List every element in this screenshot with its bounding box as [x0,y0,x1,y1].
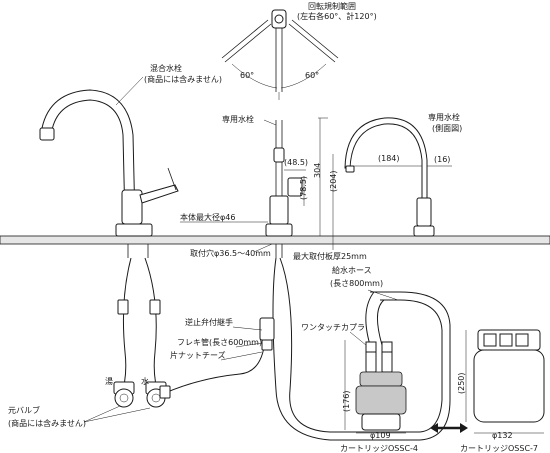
countertop [0,235,550,245]
mount-hole: 取付穴φ36.5～40mm [190,248,271,258]
dim-78-5: (78.5) [299,176,308,200]
main-valve-label: 元バルブ [8,405,40,415]
hot-main-valve [113,381,135,408]
dim-304: 304 [313,163,322,178]
rotation-title: 回転規制範囲 [308,1,356,11]
hot-label: 湯 [105,376,113,386]
rotation-range-diagram [221,9,339,100]
dim-184: (184) [378,154,400,163]
side-view-label: 専用水栓 [428,112,460,122]
swap-arrow-icon [430,423,468,433]
cartridge-ossc4 [355,341,407,431]
dedicated-label: 専用水栓 [222,114,254,124]
side-view-note: (側面図) [432,123,462,133]
flex-pipe: フレキ管(長さ600mm) [177,337,262,347]
supply-hose-length: (長さ800mm) [330,279,383,288]
cartridge-b-name: カートリッジOSSC-7 [460,444,538,453]
mixer-note: (商品には含みません) [144,74,222,84]
main-valve-note: (商品には含みません) [8,418,86,428]
rotation-angle-left: 60° [240,71,254,80]
check-valve-joint: 逆止弁付継手 [185,317,233,327]
dim-48-5: (48.5) [284,158,308,167]
mixer-faucet [39,89,179,258]
dim-16: (16) [434,155,450,164]
body-max-diameter: 本体最大径φ46 [180,212,235,222]
one-touch-coupler: ワンタッチカプラ [301,323,365,332]
dim-204: (204) [329,170,338,192]
cartridge-b-height: (250) [457,372,466,394]
cartridge-a-name: カートリッジOSSC-4 [340,444,418,453]
dedicated-faucet [265,120,303,258]
mixer-label: 混合水栓 [150,63,182,73]
max-counter-thickness: 最大取付板厚25mm [293,251,367,261]
cartridge-a-height: (176) [342,390,351,412]
nut-tee: 片ナットチーズ [170,350,226,360]
supply-hose-label: 給水ホース [332,265,372,275]
side-view-faucet [344,117,435,237]
cold-label: 水 [141,376,149,386]
cartridge-b-diameter: φ132 [492,431,513,440]
rotation-angle-right: 60° [305,71,319,80]
cartridge-ossc7 [473,329,545,423]
cartridge-a-diameter: φ109 [370,431,391,440]
rotation-subtitle: (左右各60°、計120°) [297,11,377,21]
